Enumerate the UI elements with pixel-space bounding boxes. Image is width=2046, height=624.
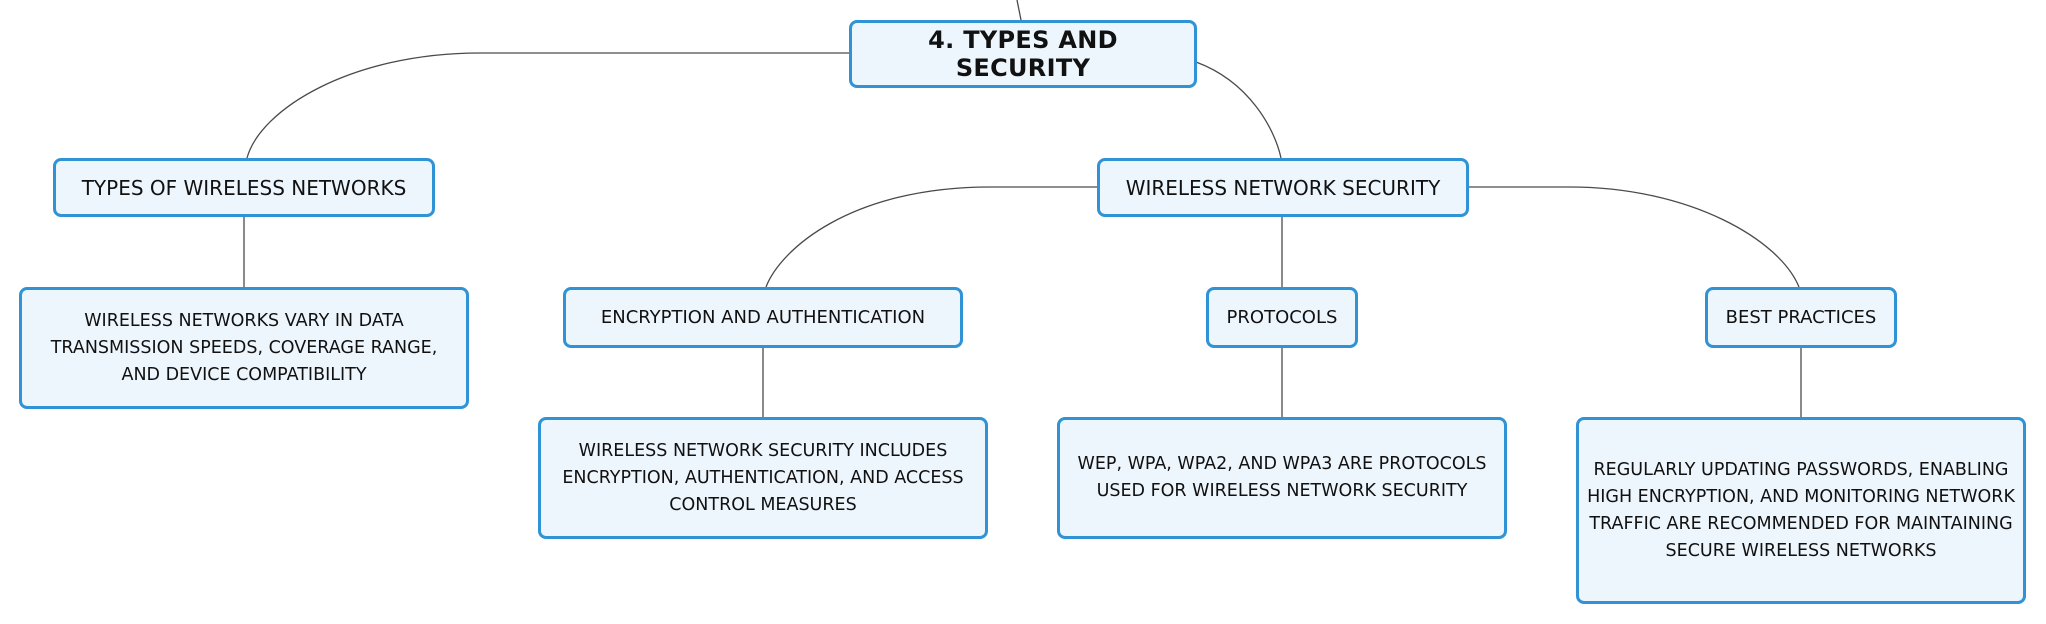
connector-parent-to-root (1016, 0, 1022, 21)
wireless-network-security-node[interactable]: WIRELESS NETWORK SECURITY (1097, 158, 1469, 217)
connector-root-to-security (1195, 61, 1282, 159)
root-topic-node[interactable]: 4. TYPES AND SECURITY (849, 20, 1197, 88)
best-practices-node[interactable]: BEST PRACTICES (1705, 287, 1897, 348)
encryption-authentication-node[interactable]: ENCRYPTION AND AUTHENTICATION (563, 287, 963, 348)
best-practices-detail-node[interactable]: REGULARLY UPDATING PASSWORDS, ENABLING H… (1576, 417, 2026, 604)
connector-root-to-types (246, 52, 849, 159)
types-detail-node[interactable]: WIRELESS NETWORKS VARY IN DATA TRANSMISS… (19, 287, 469, 409)
protocols-detail-node[interactable]: WEP, WPA, WPA2, AND WPA3 ARE PROTOCOLS U… (1057, 417, 1507, 539)
connector-security-to-best-practices (1469, 186, 1800, 288)
protocols-node[interactable]: PROTOCOLS (1206, 287, 1358, 348)
connector-security-to-encryption (765, 186, 1097, 288)
types-of-wireless-networks-node[interactable]: TYPES OF WIRELESS NETWORKS (53, 158, 435, 217)
encryption-detail-node[interactable]: WIRELESS NETWORK SECURITY INCLUDES ENCRY… (538, 417, 988, 539)
